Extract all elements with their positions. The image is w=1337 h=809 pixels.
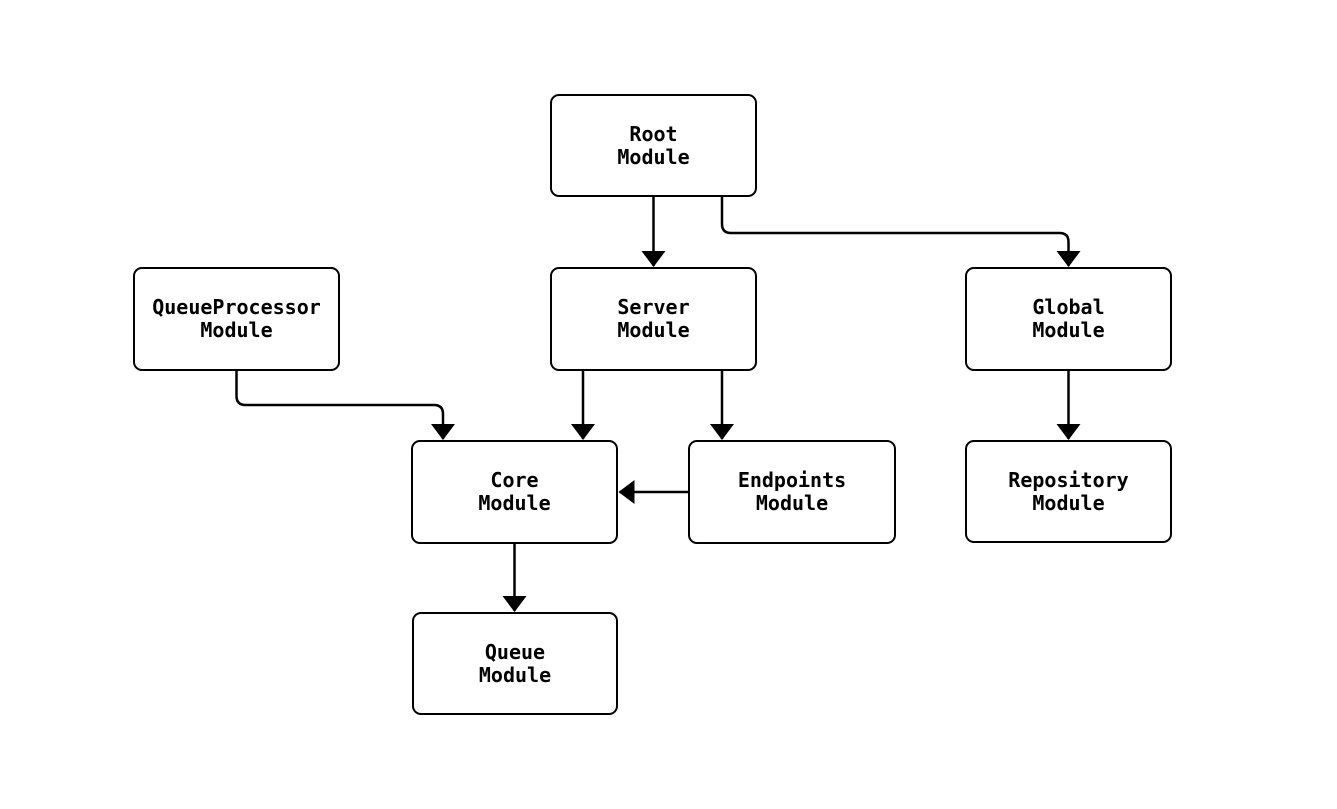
node-repository-label: Repository Module — [1008, 467, 1129, 515]
edge-root-to-global — [720, 197, 1081, 267]
node-repository-module: Repository Module — [965, 440, 1172, 543]
node-global-module: Global Module — [965, 267, 1172, 371]
node-core-module: Core Module — [411, 440, 618, 544]
node-server-label: Server Module — [617, 295, 690, 342]
node-queue-processor-label: QueueProcessor Module — [152, 295, 321, 342]
node-queue-label: Queue Module — [478, 639, 552, 687]
edge-queue-processor-to-core — [235, 371, 455, 440]
node-root-label: Root Module — [617, 121, 690, 169]
node-queue-processor-module: QueueProcessor Module — [133, 267, 340, 371]
node-endpoints-module: Endpoints Module — [688, 440, 896, 544]
node-global-label: Global Module — [1032, 295, 1105, 342]
node-core-label: Core Module — [478, 468, 551, 515]
node-root-module: Root Module — [550, 94, 757, 197]
node-endpoints-label: Endpoints Module — [737, 468, 847, 515]
node-queue-module: Queue Module — [412, 612, 618, 715]
node-server-module: Server Module — [550, 267, 757, 371]
